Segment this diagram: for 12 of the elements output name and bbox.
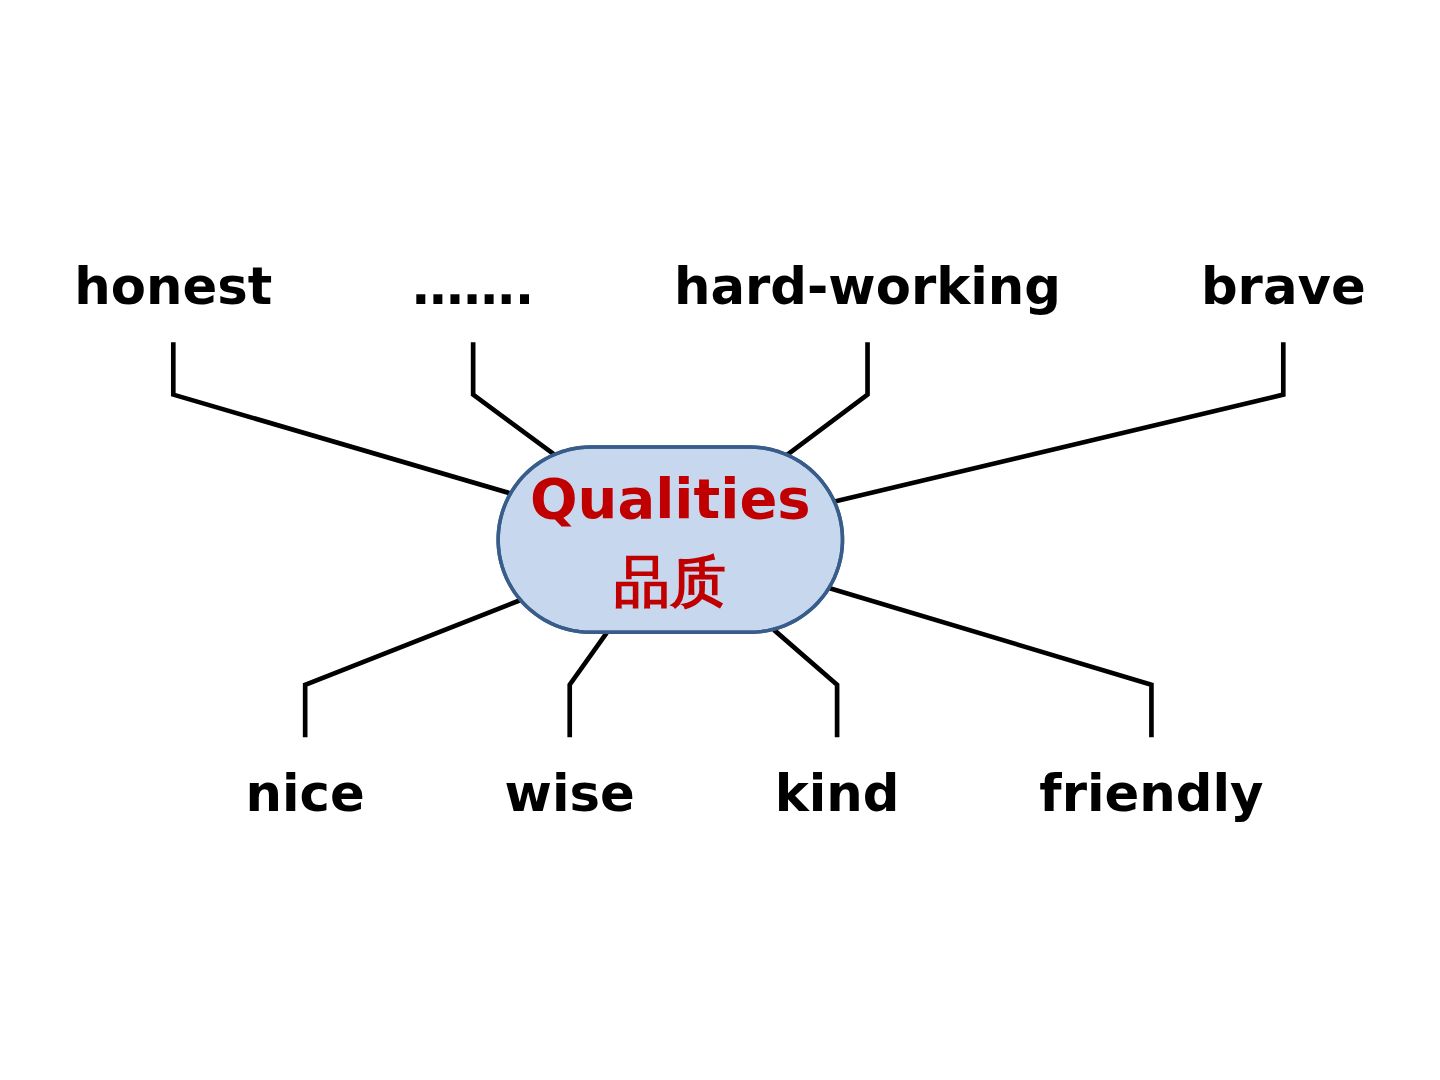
node-text: friendly: [1039, 763, 1264, 823]
connector: [834, 342, 1286, 505]
connector: [302, 598, 522, 738]
node-text: wise: [504, 763, 635, 823]
node-text: brave: [1200, 256, 1366, 316]
connector: [772, 628, 840, 738]
node-text: hard-working: [673, 256, 1062, 316]
connector: [829, 586, 1154, 738]
node-text: …….: [412, 256, 535, 316]
node-text: kind: [774, 763, 900, 823]
node-text: nice: [245, 763, 365, 823]
node-text: honest: [74, 256, 273, 316]
